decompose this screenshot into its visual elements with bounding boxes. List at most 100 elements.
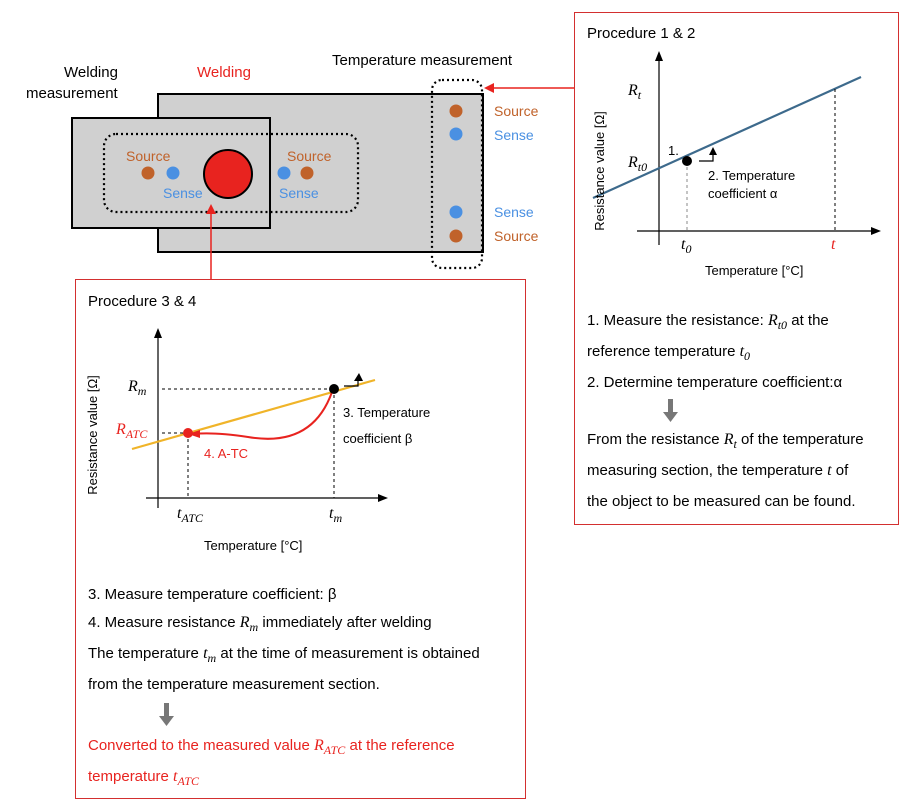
procedure-3-4-graph [131, 328, 388, 508]
p12-annotation-alpha: 2. Temperature coefficient α [708, 167, 795, 203]
p34-tm-sub: m [333, 511, 343, 525]
p12-step1-line2-symbol: t [739, 343, 745, 360]
p34-slope-arrow [354, 373, 363, 381]
temp-sense-probe-top [449, 127, 463, 141]
sense-probe-left [166, 166, 180, 180]
p12-step1-post: at the [787, 312, 829, 329]
p12-step1-sub: t0 [777, 318, 788, 332]
p34-line5: The temperature tm at the time of measur… [88, 644, 480, 668]
p34-line5-symbol: t [203, 645, 208, 662]
temp-sense-label-bottom: Sense [494, 204, 534, 220]
source-label-left: Source [126, 148, 171, 164]
procedure-1-2-graph [592, 51, 881, 245]
p34-step4-sub: m [249, 620, 259, 634]
p12-x-arrow [871, 227, 881, 235]
p34-annotation-atc: 4. A-TC [204, 446, 249, 461]
temp-sense-label-top: Sense [494, 127, 534, 143]
p12-result-post: of the temperature [736, 431, 864, 448]
p34-x-tick-tatc: tATC [177, 504, 203, 528]
p12-x-tick-t0: t0 [681, 235, 691, 259]
p12-y-tick-rt0: Rt0 [628, 153, 647, 177]
p34-step4-symbol: R [239, 614, 250, 631]
welding-measurement-label: Welding [46, 63, 136, 83]
arrowhead-weld [206, 204, 216, 214]
p12-t0-symbol: t [681, 236, 686, 253]
temp-source-label-top: Source [494, 103, 539, 119]
p12-annotation-line1: 2. Temperature [708, 168, 796, 183]
p34-y-tick-ratc: RATC [116, 420, 147, 444]
p12-rt0-sub: t0 [637, 160, 648, 174]
source-probe-right [300, 166, 314, 180]
p12-result-symbol: R [723, 431, 734, 448]
welding-measurement-line1: Welding [64, 64, 118, 81]
welding-measurement-line2: measurement [26, 85, 118, 102]
p34-result-sub: ATC [323, 743, 346, 757]
p12-step1-text: 1. Measure the resistance: [587, 312, 768, 329]
source-label-right: Source [287, 148, 332, 164]
p12-marker-label: 1. [668, 143, 679, 158]
p34-x-arrow [378, 494, 388, 502]
p12-result-sub: t [733, 437, 737, 451]
arrowhead-temp [484, 83, 494, 93]
p12-step1: 1. Measure the resistance: Rt0 at the [587, 311, 829, 335]
temperature-measurement-region [430, 78, 484, 270]
p34-result-line1: Converted to the measured value RATC at … [88, 736, 455, 760]
p12-down-arrow-icon [663, 399, 678, 422]
p34-ratc-point [183, 428, 193, 438]
temp-source-probe-top [449, 104, 463, 118]
p34-result-line2-symbol: t [173, 768, 178, 785]
procedure-3-4-title: Procedure 3 & 4 [88, 293, 197, 310]
p34-result-line2-text: temperature [88, 768, 174, 785]
p12-slope-step [699, 153, 714, 162]
p12-reference-point [682, 156, 692, 166]
p12-y-arrow [655, 51, 663, 61]
temp-source-label-bottom: Source [494, 228, 539, 244]
p12-result-line2-symbol: t [827, 462, 832, 479]
p34-y-tick-rm: Rm [128, 377, 146, 401]
p34-annotation-beta-line1: 3. Temperature [343, 405, 431, 420]
p12-result-line1: From the resistance Rt of the temperatur… [587, 430, 864, 454]
temperature-measurement-label: Temperature measurement [332, 52, 513, 69]
source-probe-left [141, 166, 155, 180]
p34-down-arrow-icon [159, 703, 174, 726]
p12-step1-line2: reference temperature t0 [587, 342, 750, 366]
welding-label: Welding [197, 64, 251, 81]
p12-rt-sub: t [637, 88, 642, 102]
p34-ratc-sub: ATC [125, 427, 148, 441]
p34-step4: 4. Measure resistance Rm immediately aft… [88, 613, 432, 637]
p12-annotation-line2: coefficient α [708, 186, 778, 201]
procedure-1-2-title: Procedure 1 & 2 [587, 25, 696, 42]
p12-rt-symbol: R [628, 82, 638, 99]
p12-rt0-symbol: R [628, 154, 638, 171]
p12-result-text: From the resistance [587, 431, 724, 448]
p34-result-line2: temperature tATC [88, 767, 199, 791]
p34-y-axis-label: Resistance value [Ω] [85, 375, 100, 495]
temp-sense-probe-bottom [449, 205, 463, 219]
procedure-3-4-panel: Procedure 3 & 4 Resistance value [Ω] Rm … [75, 279, 526, 799]
p12-resistance-line [592, 75, 862, 200]
p34-step4-text: 4. Measure resistance [88, 614, 240, 631]
p34-rm-sub: m [137, 384, 147, 398]
sense-label-left: Sense [163, 185, 203, 201]
p34-step3: 3. Measure temperature coefficient: β [88, 586, 337, 603]
p12-y-axis-label: Resistance value [Ω] [592, 111, 607, 231]
p34-tatc-sub: ATC [181, 511, 204, 525]
p34-line5-post: at the time of measurement is obtained [216, 645, 480, 662]
p34-annotation-beta-line2: coefficient β [343, 431, 413, 446]
p34-tm-symbol: t [329, 505, 334, 522]
sense-label-right: Sense [279, 185, 319, 201]
weld-spot [203, 149, 253, 199]
p12-result-line2: measuring section, the temperature t of [587, 461, 848, 481]
p34-atc-arrowhead [188, 430, 200, 438]
p12-slope-arrow [709, 147, 717, 155]
sense-probe-right [277, 166, 291, 180]
p34-line5-text: The temperature [88, 645, 204, 662]
p34-annotation-beta: 3. Temperature coefficient β [343, 400, 430, 452]
p12-result-line2-text: measuring section, the temperature [587, 462, 828, 479]
p12-step1-line2-sub: 0 [744, 349, 751, 363]
welding-measurement-region [102, 132, 360, 214]
temp-source-probe-bottom [449, 229, 463, 243]
p12-t-symbol: t [831, 236, 836, 253]
p34-result-text: Converted to the measured value [88, 737, 314, 754]
